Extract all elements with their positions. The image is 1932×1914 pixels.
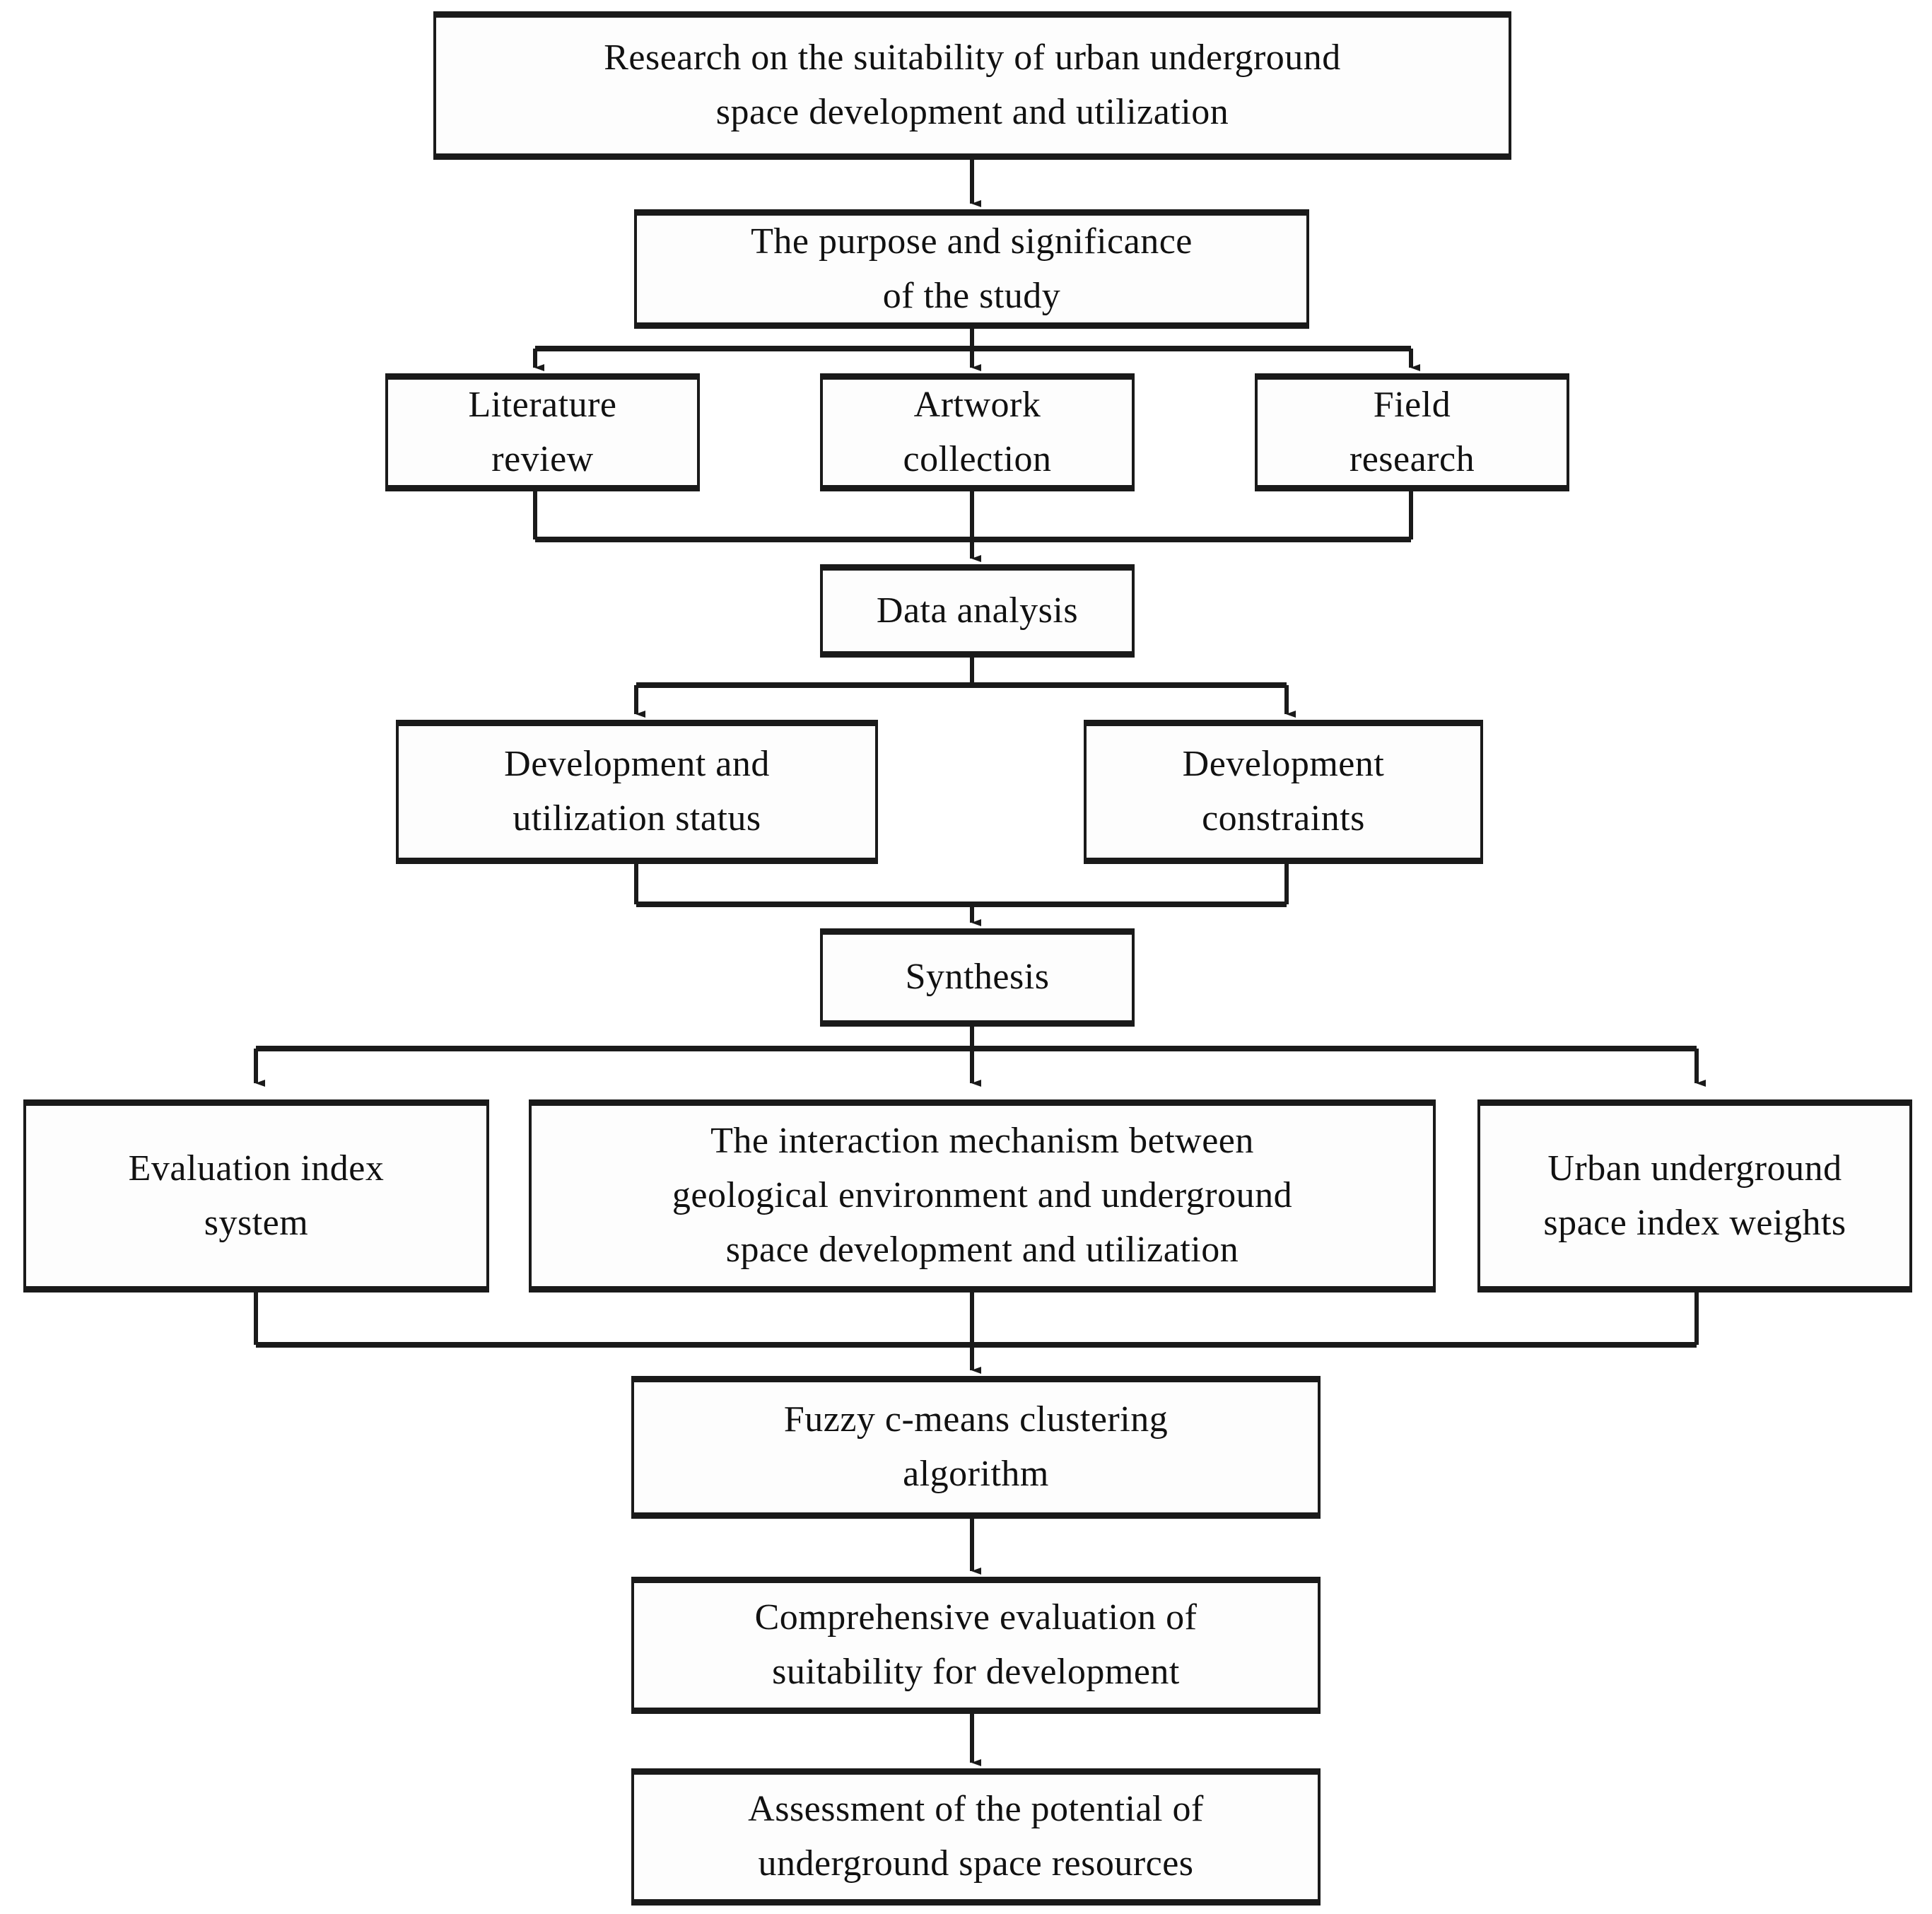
node-development-status[interactable]: Development and utilization status	[396, 720, 878, 864]
node-field-research[interactable]: Field research	[1255, 373, 1569, 491]
node-development-status-label: Development and utilization status	[504, 744, 770, 839]
node-field-research-label: Field research	[1349, 384, 1475, 479]
node-interaction-mechanism[interactable]: The interaction mechanism between geolog…	[529, 1099, 1436, 1292]
node-artwork-collection[interactable]: Artwork collection	[820, 373, 1135, 491]
node-data-analysis-label: Data analysis	[876, 590, 1079, 631]
node-synthesis-label: Synthesis	[905, 957, 1050, 998]
node-fuzzy-cmeans[interactable]: Fuzzy c-means clustering algorithm	[631, 1376, 1321, 1519]
node-development-constraints[interactable]: Development constraints	[1084, 720, 1483, 864]
node-literature-review[interactable]: Literature review	[385, 373, 700, 491]
node-potential-assessment-label: Assessment of the potential of undergrou…	[748, 1789, 1204, 1884]
node-research-topic-label: Research on the suitability of urban und…	[604, 37, 1341, 132]
node-index-weights[interactable]: Urban underground space index weights	[1477, 1099, 1912, 1292]
node-interaction-mechanism-label: The interaction mechanism between geolog…	[672, 1121, 1293, 1270]
node-literature-review-label: Literature review	[468, 384, 617, 479]
node-data-analysis[interactable]: Data analysis	[820, 564, 1135, 658]
node-fuzzy-cmeans-label: Fuzzy c-means clustering algorithm	[783, 1399, 1169, 1494]
node-comprehensive-evaluation-label: Comprehensive evaluation of suitability …	[754, 1597, 1198, 1692]
node-research-topic[interactable]: Research on the suitability of urban und…	[433, 11, 1511, 160]
node-index-weights-label: Urban underground space index weights	[1543, 1148, 1846, 1243]
node-evaluation-index-system[interactable]: Evaluation index system	[23, 1099, 489, 1292]
node-artwork-collection-label: Artwork collection	[903, 384, 1052, 479]
node-purpose[interactable]: The purpose and significance of the stud…	[634, 209, 1309, 329]
node-potential-assessment[interactable]: Assessment of the potential of undergrou…	[631, 1768, 1321, 1906]
node-development-constraints-label: Development constraints	[1182, 744, 1385, 839]
node-evaluation-index-system-label: Evaluation index system	[128, 1148, 385, 1243]
node-comprehensive-evaluation[interactable]: Comprehensive evaluation of suitability …	[631, 1577, 1321, 1714]
node-synthesis[interactable]: Synthesis	[820, 928, 1135, 1027]
node-purpose-label: The purpose and significance of the stud…	[751, 221, 1193, 316]
